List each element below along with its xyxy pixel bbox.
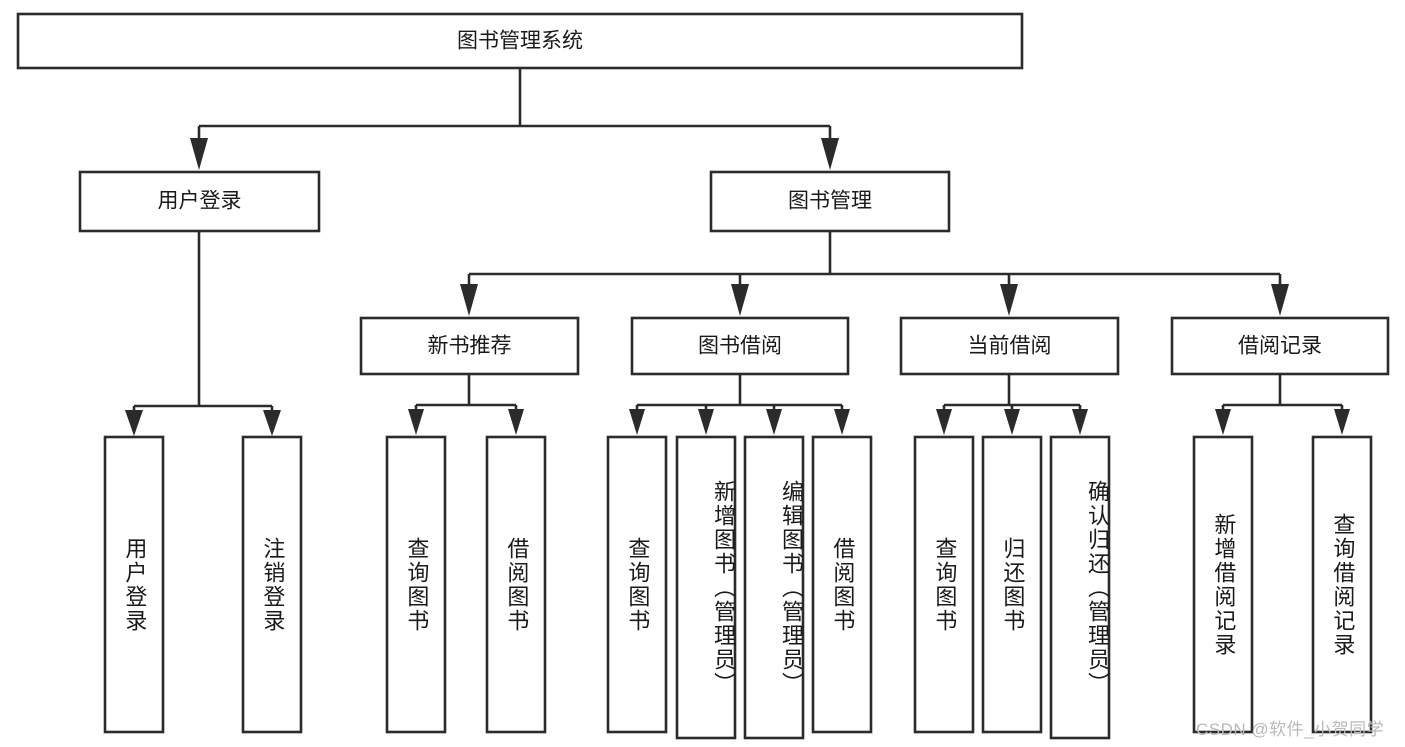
node-new-book-rec[interactable]: 新书推荐 (359, 316, 580, 376)
node-leaf-edit-book-rect[interactable] (743, 435, 805, 740)
node-current-borrow-rect[interactable] (899, 316, 1120, 376)
csdn-watermark: CSDN @软件_小贺同学 (1196, 720, 1385, 739)
arrow-head-leaf-add-record (1215, 409, 1231, 435)
node-leaf-logout-rect[interactable] (241, 435, 303, 734)
connector-group-borrow-record (1215, 374, 1350, 435)
node-borrow-record-label: 借阅记录 (1238, 335, 1322, 358)
node-root[interactable]: 图书管理系统 (16, 12, 1024, 70)
arrow-head-new-book-rec (460, 284, 478, 316)
node-leaf-confirm-return-rect[interactable] (1049, 435, 1111, 740)
arrow-head-leaf-borrow-book-1 (508, 409, 524, 435)
node-current-borrow-label: 当前借阅 (968, 335, 1052, 358)
node-leaf-user-login-rect[interactable] (103, 435, 165, 734)
node-book-borrow-rect[interactable] (630, 316, 850, 376)
arrow-head-leaf-return-book (1004, 409, 1020, 435)
node-book-manage-rect[interactable] (709, 170, 951, 233)
connector-group-new-book-rec (408, 374, 524, 435)
node-user-login-rect[interactable] (78, 170, 321, 233)
node-new-book-rec-rect[interactable] (359, 316, 580, 376)
node-borrow-record-rect[interactable] (1170, 316, 1390, 376)
arrow-head-leaf-user-login (125, 410, 143, 436)
node-leaf-return-book-rect[interactable] (981, 435, 1043, 734)
arrow-head-leaf-query-book-1 (408, 409, 424, 435)
node-leaf-add-record-rect[interactable] (1192, 435, 1254, 734)
arrow-head-leaf-edit-book (766, 409, 782, 435)
node-book-manage-label: 图书管理 (788, 190, 872, 213)
arrow-head-leaf-borrow-book-2 (834, 409, 850, 435)
node-leaf-query-book-1-rect[interactable] (385, 435, 447, 734)
arrow-head-book-borrow (731, 284, 749, 316)
connector-group-user-login (125, 231, 281, 436)
node-book-borrow-label: 图书借阅 (698, 335, 782, 358)
arrow-head-user-login (190, 138, 208, 170)
arrow-head-current-borrow (1000, 284, 1018, 316)
connector-group-book-borrow (629, 374, 850, 435)
node-book-borrow[interactable]: 图书借阅 (630, 316, 850, 376)
node-leaf-borrow-book-1-rect[interactable] (485, 435, 547, 734)
node-borrow-record[interactable]: 借阅记录 (1170, 316, 1390, 376)
arrow-head-book-manage (821, 138, 839, 170)
node-leaf-query-book-3-rect[interactable] (913, 435, 975, 734)
arrow-head-leaf-logout (263, 410, 281, 436)
connector-group-root (190, 68, 839, 170)
arrow-head-leaf-query-record (1334, 409, 1350, 435)
node-leaf-query-book-2-rect[interactable] (606, 435, 668, 734)
node-leaf-borrow-book-2-rect[interactable] (811, 435, 873, 734)
node-user-login[interactable]: 用户登录 (78, 170, 321, 233)
node-root-rect[interactable] (16, 12, 1024, 70)
arrow-head-leaf-confirm-return (1072, 409, 1088, 435)
node-leaf-add-book-rect[interactable] (675, 435, 737, 740)
arrow-head-borrow-record (1271, 284, 1289, 316)
node-current-borrow[interactable]: 当前借阅 (899, 316, 1120, 376)
node-new-book-rec-label: 新书推荐 (428, 335, 512, 358)
arrow-head-leaf-query-book-2 (629, 409, 645, 435)
node-leaf-query-record-rect[interactable] (1311, 435, 1373, 734)
arrow-head-leaf-query-book-3 (936, 409, 952, 435)
node-root-label: 图书管理系统 (457, 30, 583, 53)
connector-group-book-manage (460, 231, 1289, 316)
connector-group-current-borrow (936, 374, 1088, 435)
node-user-login-label: 用户登录 (158, 190, 242, 213)
node-book-manage[interactable]: 图书管理 (709, 170, 951, 233)
leaf-rect-group (103, 435, 1373, 740)
arrow-head-leaf-add-book (698, 409, 714, 435)
